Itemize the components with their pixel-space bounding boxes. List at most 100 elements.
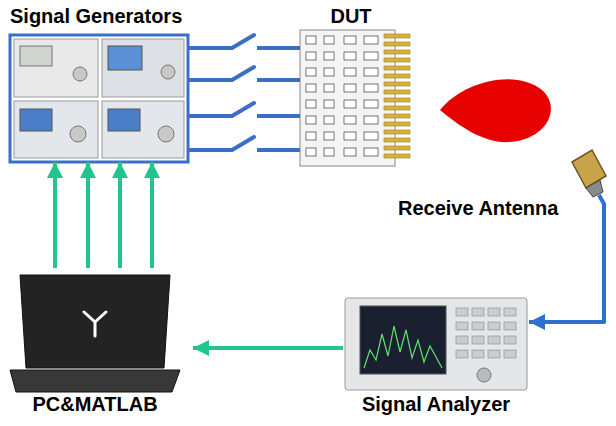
dut-block (306, 148, 316, 156)
spectrum-trace (364, 326, 442, 368)
key (504, 336, 516, 344)
dut-block (344, 36, 356, 44)
dut-block (306, 36, 316, 44)
key (504, 308, 516, 316)
radiation-beam (440, 79, 551, 142)
dut-block (306, 116, 316, 124)
finger (384, 74, 410, 78)
dut-block (364, 148, 378, 156)
key (504, 322, 516, 330)
dut-block (364, 68, 378, 76)
finger (384, 114, 410, 118)
dut-block (344, 52, 356, 60)
switch-symbol (232, 103, 257, 120)
dut-block (344, 84, 356, 92)
switch-blade (232, 67, 254, 80)
key (488, 350, 500, 358)
dut-channels (306, 36, 378, 156)
finger (384, 154, 410, 158)
finger (384, 34, 410, 38)
dut-block (364, 116, 378, 124)
instrument-body (14, 101, 98, 158)
finger (384, 130, 410, 134)
finger (384, 98, 410, 102)
instrument-screen (20, 46, 52, 66)
dut-block (344, 100, 356, 108)
node-label: Signal Generators (10, 4, 182, 28)
dut-block (324, 36, 334, 44)
finger (384, 66, 410, 70)
key (472, 350, 484, 358)
signal-connector (529, 224, 604, 322)
dut-block (364, 36, 378, 44)
node-label: Receive Antenna (398, 196, 558, 220)
analyzer-screen (360, 306, 446, 374)
analyzer-keys (456, 308, 516, 358)
dut-block (306, 52, 316, 60)
analyzer-knob (477, 368, 491, 382)
dut-block (306, 100, 316, 108)
switch-blade (232, 35, 254, 48)
dut-block (306, 84, 316, 92)
key (456, 350, 468, 358)
node-label: Signal Analyzer (362, 392, 510, 416)
finger (384, 146, 410, 150)
dut-block (324, 52, 334, 60)
signal-connector (53, 162, 57, 268)
dut-block (324, 100, 334, 108)
laptop-base (10, 370, 180, 392)
instrument-knob (161, 65, 175, 79)
antenna-fingers (384, 34, 410, 158)
finger (384, 90, 410, 94)
laptop-screen (20, 275, 170, 368)
dut-block (306, 132, 316, 140)
dut-block (344, 148, 356, 156)
finger (384, 106, 410, 110)
dut-board (300, 30, 395, 166)
dut-block (364, 100, 378, 108)
key (456, 336, 468, 344)
key (504, 350, 516, 358)
dut-block (324, 84, 334, 92)
key (456, 308, 468, 316)
key (456, 322, 468, 330)
finger (384, 58, 410, 62)
key (472, 322, 484, 330)
dut-block (364, 84, 378, 92)
node-label: DUT (330, 4, 371, 28)
finger (384, 138, 410, 142)
dut-block (324, 132, 334, 140)
instrument-body (14, 39, 98, 97)
finger (384, 122, 410, 126)
signal-connector (118, 162, 122, 268)
instrument-screen (108, 109, 140, 131)
antenna-cable (599, 195, 604, 226)
dut-block (324, 116, 334, 124)
instrument-body (102, 39, 184, 97)
switch-blade (232, 103, 254, 116)
key (472, 336, 484, 344)
finger (384, 50, 410, 54)
dut-block (344, 116, 356, 124)
key (488, 308, 500, 316)
instrument-knob (73, 67, 87, 81)
laptop-logo (84, 312, 106, 336)
dut-block (324, 68, 334, 76)
antenna-node: Receive Antenna (398, 146, 612, 224)
dut-block (306, 68, 316, 76)
switch-blade (232, 137, 254, 150)
signal-connector (193, 346, 343, 350)
generator-frame (10, 35, 188, 162)
instrument-screen (20, 109, 52, 131)
dut-block (344, 132, 356, 140)
instrument-body (102, 101, 184, 158)
analyzer-body (345, 298, 527, 390)
switch-symbol (232, 137, 257, 154)
dut-block (364, 132, 378, 140)
instrument-screen (108, 46, 142, 70)
signal-connector (150, 162, 154, 268)
dut-block (324, 148, 334, 156)
dut-block (344, 68, 356, 76)
instrument-knob (158, 126, 174, 142)
